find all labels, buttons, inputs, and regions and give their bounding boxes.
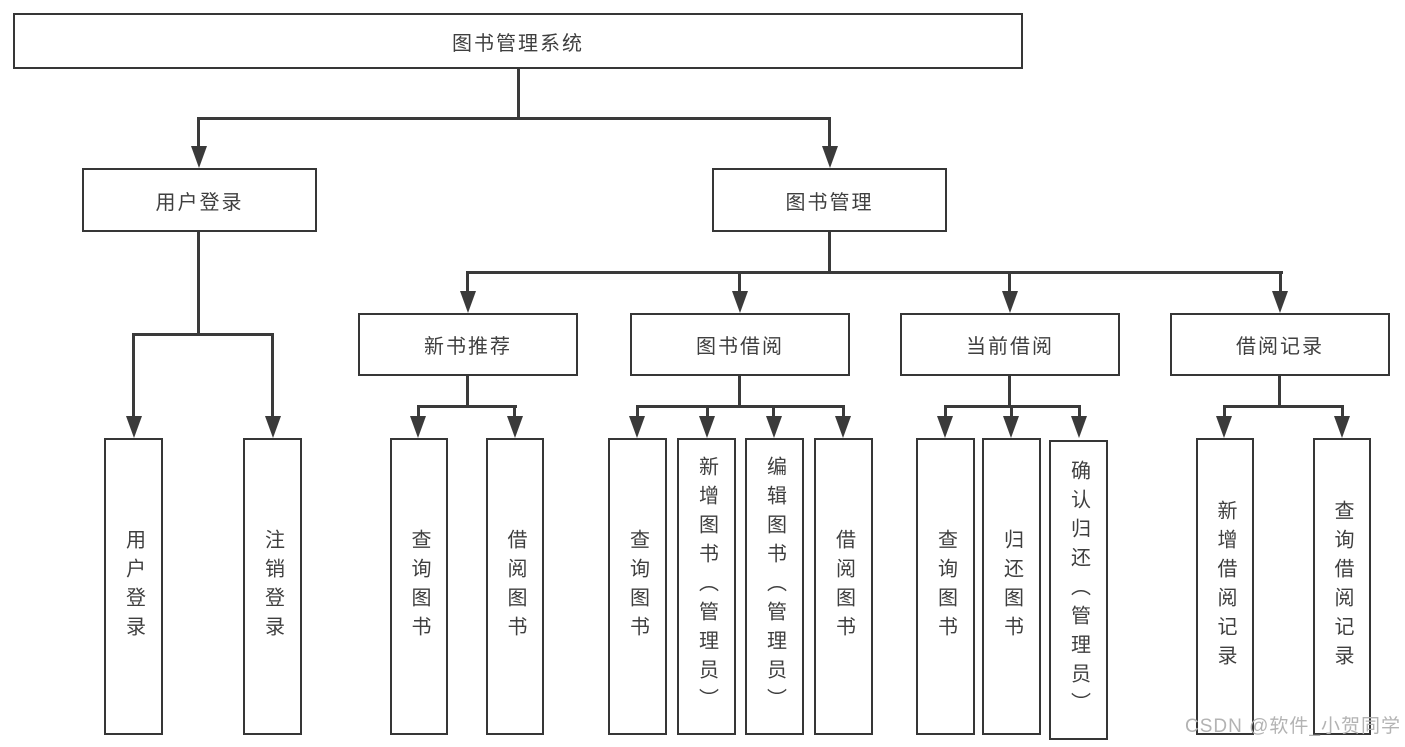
connector-vline [1008, 376, 1011, 407]
arrow-down-icon [410, 416, 426, 438]
connector-vline [944, 405, 947, 418]
connector-vline [417, 405, 420, 418]
connector-vline [1341, 405, 1344, 418]
leaf-records-add-record: 新增借阅记录 [1196, 438, 1254, 735]
arrow-down-icon [937, 416, 953, 438]
arrow-down-icon [629, 416, 645, 438]
connector-vline [1279, 271, 1282, 293]
leaf-borrowing-add-book-admin: 新增图书（管理员） [677, 438, 736, 735]
connector-vline [197, 232, 200, 336]
connector-hline [1223, 405, 1344, 408]
arrow-down-icon [126, 416, 142, 438]
arrow-down-icon [1003, 416, 1019, 438]
connector-vline [197, 117, 200, 147]
node-book-borrowing: 图书借阅 [630, 313, 850, 376]
leaf-logout: 注销登录 [243, 438, 302, 735]
leaf-borrowing-query-book: 查询图书 [608, 438, 667, 735]
leaf-current-query-book: 查询图书 [916, 438, 975, 735]
connector-vline [772, 405, 775, 418]
node-book-management: 图书管理 [712, 168, 947, 232]
connector-vline [1078, 405, 1081, 418]
connector-vline [828, 117, 831, 147]
connector-vline [1278, 376, 1281, 407]
connector-vline [636, 405, 639, 418]
connector-vline [513, 405, 516, 418]
leaf-borrowing-borrow-book: 借阅图书 [814, 438, 873, 735]
node-current-borrowing: 当前借阅 [900, 313, 1120, 376]
leaf-borrowing-edit-book-admin: 编辑图书（管理员） [745, 438, 804, 735]
connector-hline [197, 117, 831, 120]
connector-vline [466, 376, 469, 407]
connector-hline [466, 271, 1283, 274]
arrow-down-icon [460, 291, 476, 313]
connector-vline [738, 271, 741, 293]
connector-hline [636, 405, 845, 408]
connector-vline [842, 405, 845, 418]
arrow-down-icon [766, 416, 782, 438]
arrow-down-icon [507, 416, 523, 438]
connector-vline [517, 69, 520, 118]
arrow-down-icon [1334, 416, 1350, 438]
arrow-down-icon [699, 416, 715, 438]
connector-vline [828, 232, 831, 273]
connector-vline [271, 333, 274, 417]
leaf-recommend-borrow-book: 借阅图书 [486, 438, 544, 735]
leaf-user-login: 用户登录 [104, 438, 163, 735]
connector-vline [132, 333, 135, 417]
arrow-down-icon [1002, 291, 1018, 313]
connector-vline [1010, 405, 1013, 418]
connector-vline [738, 376, 741, 407]
arrow-down-icon [1216, 416, 1232, 438]
leaf-records-query-record: 查询借阅记录 [1313, 438, 1371, 735]
connector-hline [132, 333, 274, 336]
arrow-down-icon [191, 146, 207, 168]
arrow-down-icon [822, 146, 838, 168]
arrow-down-icon [265, 416, 281, 438]
arrow-down-icon [835, 416, 851, 438]
connector-vline [1008, 271, 1011, 293]
leaf-recommend-query-book: 查询图书 [390, 438, 448, 735]
node-library-management-system: 图书管理系统 [13, 13, 1023, 69]
connector-vline [706, 405, 709, 418]
arrow-down-icon [1272, 291, 1288, 313]
node-user-login: 用户登录 [82, 168, 317, 232]
csdn-watermark: CSDN @软件_小贺同学 [1185, 716, 1401, 737]
node-borrowing-records: 借阅记录 [1170, 313, 1390, 376]
connector-vline [466, 271, 469, 293]
arrow-down-icon [1071, 416, 1087, 438]
leaf-current-return-book: 归还图书 [982, 438, 1041, 735]
leaf-current-confirm-return-admin: 确认归还（管理员） [1049, 440, 1108, 740]
connector-vline [1223, 405, 1226, 418]
node-new-book-recommend: 新书推荐 [358, 313, 578, 376]
arrow-down-icon [732, 291, 748, 313]
connector-hline [417, 405, 517, 408]
